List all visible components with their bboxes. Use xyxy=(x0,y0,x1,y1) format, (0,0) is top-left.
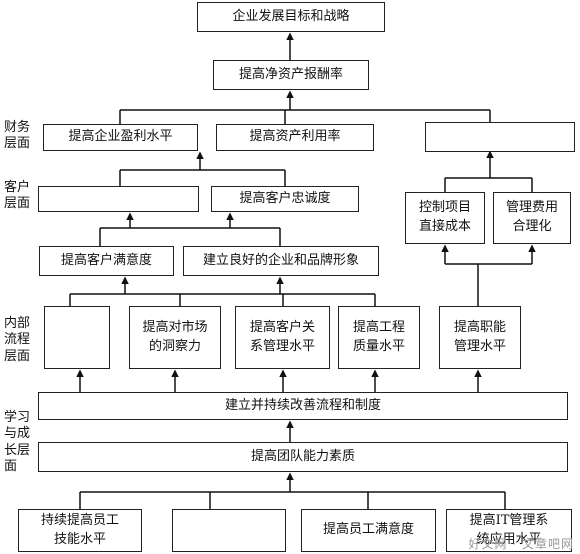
box-satisfaction-text: 提高客户满意度 xyxy=(60,252,152,268)
box-asset-use: 提高资产利用率 xyxy=(216,124,374,151)
box-satisfaction: 提高客户满意度 xyxy=(39,246,174,276)
box-roe-text: 提高净资产报酬率 xyxy=(238,66,343,82)
side-label-customer: 客户 层面 xyxy=(4,180,31,212)
box-skill-text: 持续提高员工 技能水平 xyxy=(40,512,119,547)
side-label-learning: 学习 与成 长层 面 xyxy=(4,410,31,474)
box-asset-use-text: 提高资产利用率 xyxy=(249,129,341,145)
box-finance-blank xyxy=(425,122,575,152)
box-func-mgmt-text: 提高职能 管理水平 xyxy=(453,319,506,354)
box-quality: 提高工程 质量水平 xyxy=(338,306,420,369)
box-market-insight: 提高对市场 的洞察力 xyxy=(129,306,221,369)
box-crm: 提高客户关 系管理水平 xyxy=(235,306,330,369)
box-profit-text: 提高企业盈利水平 xyxy=(68,129,173,145)
box-learning-blank xyxy=(172,509,286,552)
box-brand: 建立良好的企业和品牌形象 xyxy=(183,246,379,276)
box-process-text: 建立并持续改善流程和制度 xyxy=(224,397,381,413)
box-loyalty: 提高客户忠诚度 xyxy=(211,186,359,212)
watermark: 好文网 · 文章吧网 xyxy=(468,537,574,551)
side-label-finance: 财务 层面 xyxy=(4,120,31,152)
box-crm-text: 提高客户关 系管理水平 xyxy=(249,319,315,354)
box-control-cost-text: 控制项目 直接成本 xyxy=(418,200,471,234)
box-mgmt-cost-text: 管理费用 合理化 xyxy=(505,200,558,234)
box-staff-satisfaction-text: 提高员工满意度 xyxy=(322,522,414,538)
box-loyalty-text: 提高客户忠诚度 xyxy=(239,190,331,206)
box-quality-text: 提高工程 质量水平 xyxy=(352,319,405,354)
box-team-text: 提高团队能力素质 xyxy=(250,448,355,464)
side-label-process: 内部 流程 层面 xyxy=(4,316,31,364)
box-func-mgmt: 提高职能 管理水平 xyxy=(439,306,521,369)
box-control-cost: 控制项目 直接成本 xyxy=(405,192,485,244)
box-team: 提高团队能力素质 xyxy=(38,442,568,472)
box-process-blank xyxy=(44,306,110,369)
box-staff-satisfaction: 提高员工满意度 xyxy=(301,509,436,552)
box-goal: 企业发展目标和战略 xyxy=(197,2,385,32)
box-market-insight-text: 提高对市场 的洞察力 xyxy=(142,319,208,354)
box-profit: 提高企业盈利水平 xyxy=(43,124,198,151)
box-it-system: 提高IT管理系 统应用水平 xyxy=(446,509,572,552)
box-mgmt-cost: 管理费用 合理化 xyxy=(493,192,571,244)
box-process: 建立并持续改善流程和制度 xyxy=(38,392,568,420)
box-skill: 持续提高员工 技能水平 xyxy=(18,509,142,552)
box-it-system-text: 提高IT管理系 统应用水平 xyxy=(469,512,549,547)
box-roe: 提高净资产报酬率 xyxy=(213,60,369,90)
box-goal-text: 企业发展目标和战略 xyxy=(232,8,350,24)
box-brand-text: 建立良好的企业和品牌形象 xyxy=(202,252,359,268)
box-customer-blank xyxy=(38,186,199,212)
